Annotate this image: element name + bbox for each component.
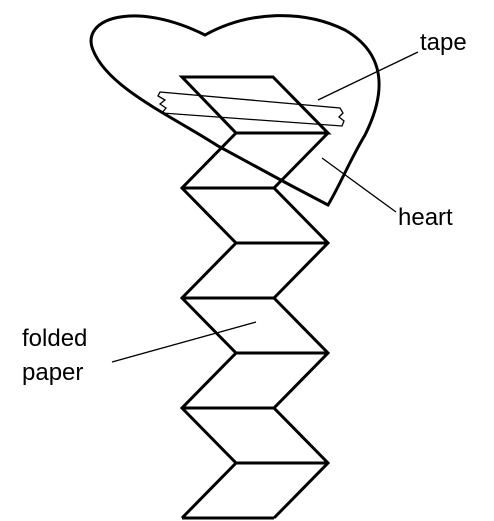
heart-shape bbox=[91, 16, 379, 205]
heart-label: heart bbox=[398, 204, 453, 231]
paper-label: paper bbox=[22, 359, 83, 386]
tape-label: tape bbox=[420, 29, 467, 56]
folded-label: folded bbox=[22, 325, 87, 352]
folded-paper-left-edge bbox=[182, 133, 236, 518]
